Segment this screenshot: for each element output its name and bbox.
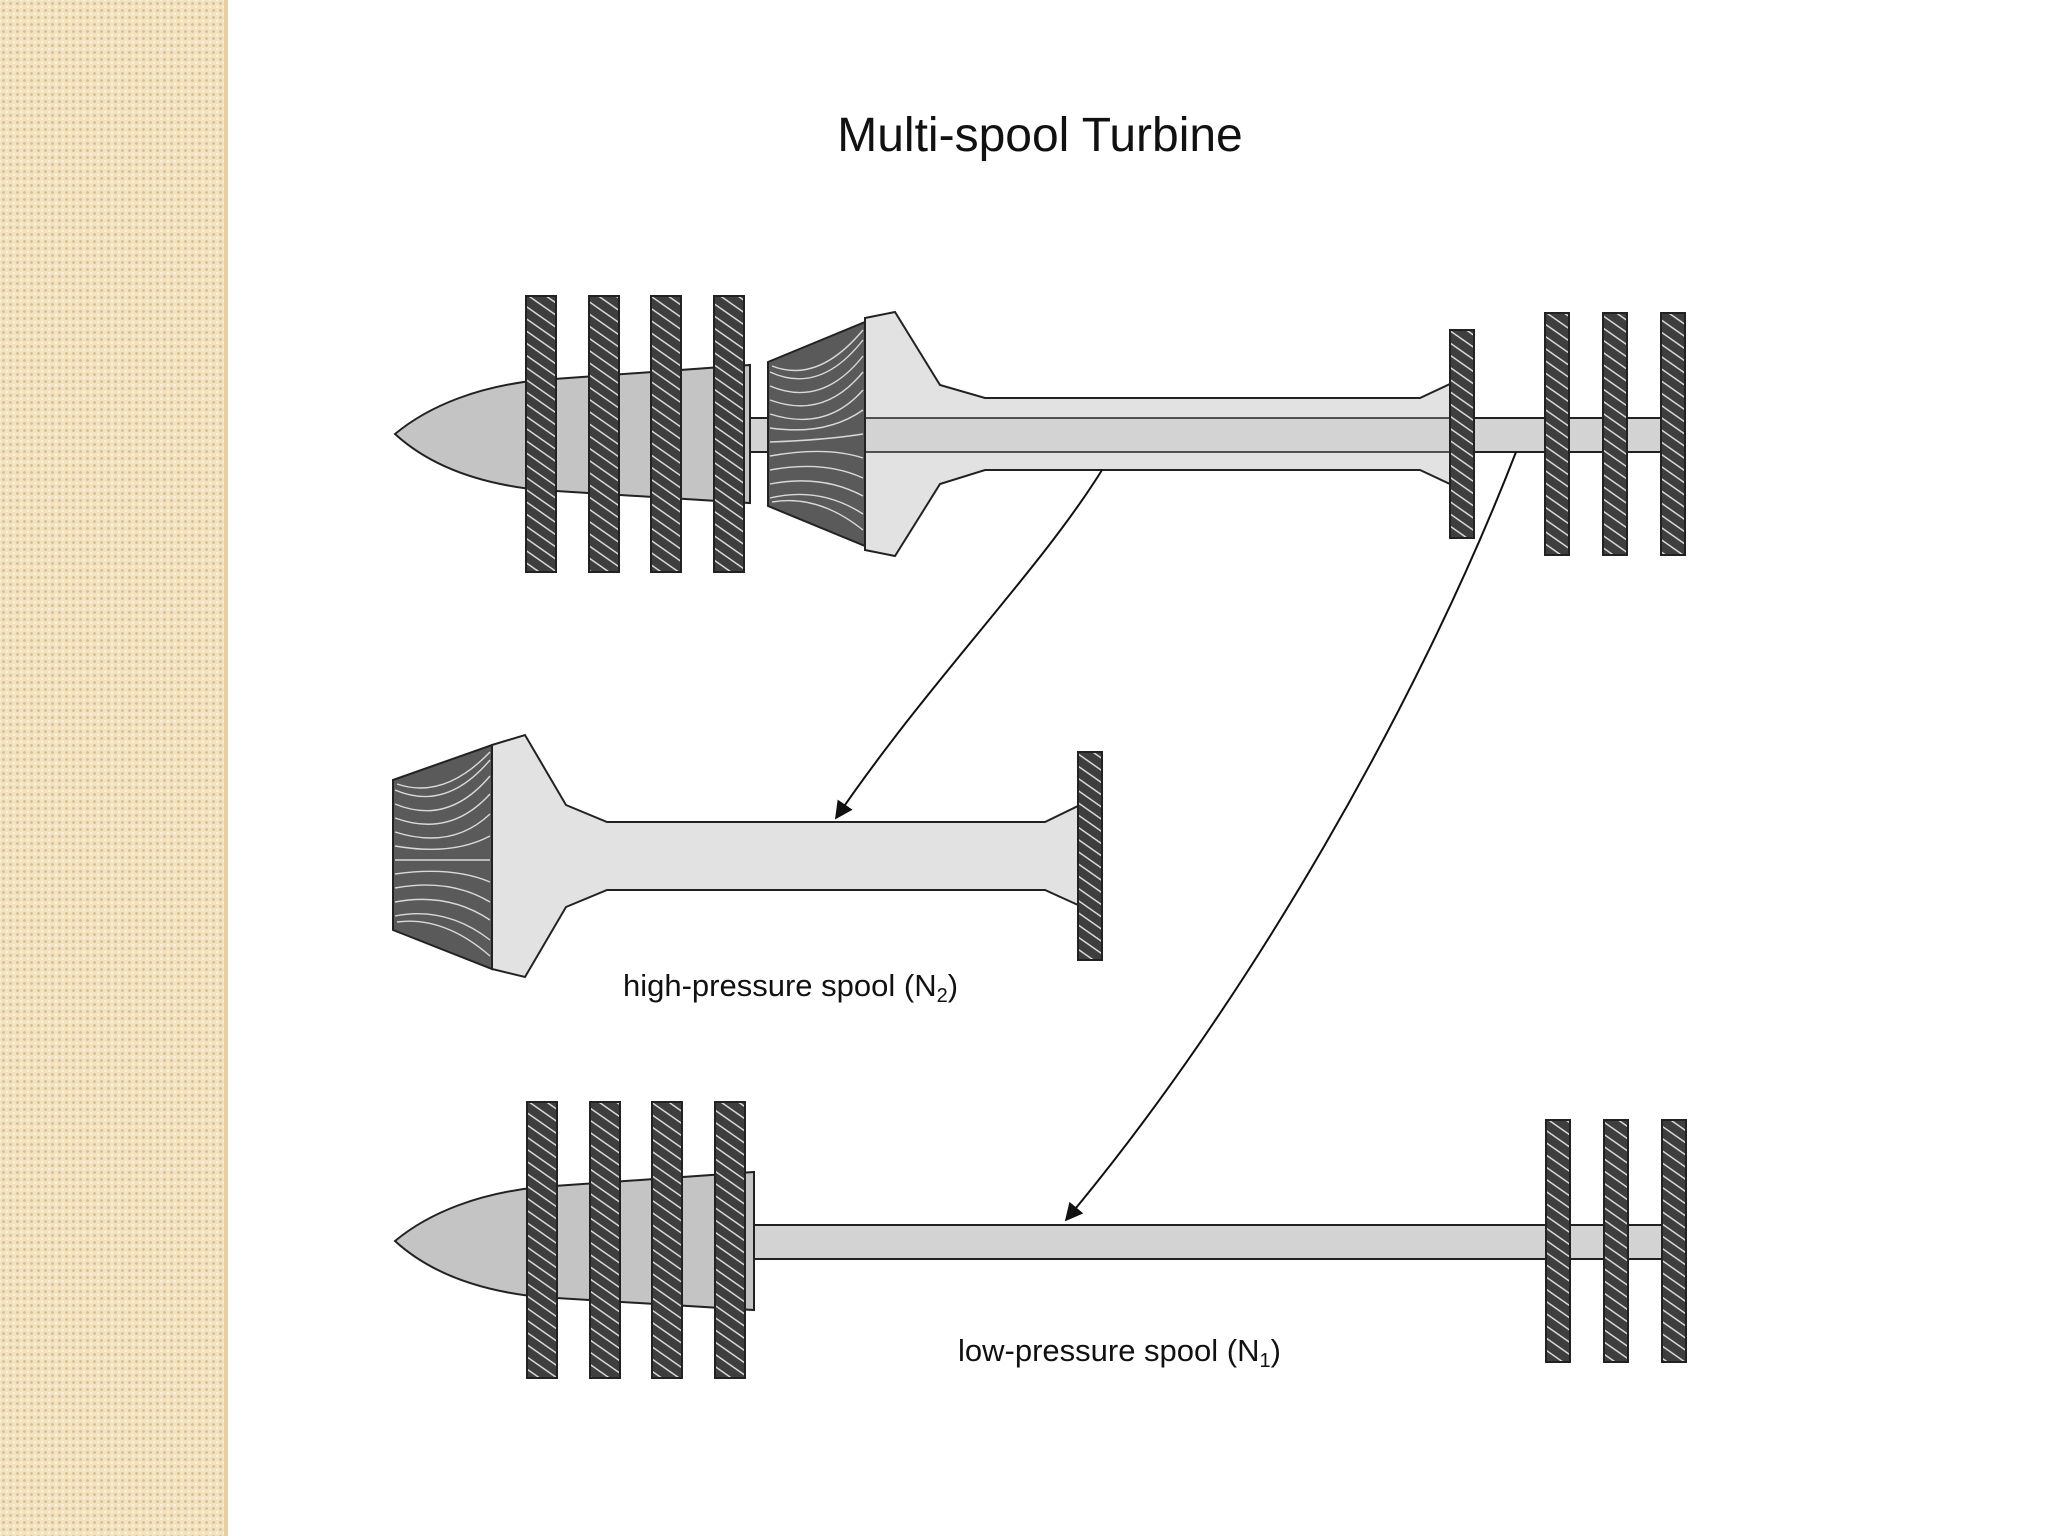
- lp-compressor-disk-4: [714, 1101, 746, 1379]
- decorative-sidebar: [0, 0, 228, 1536]
- combined-nose-cone: [393, 363, 751, 505]
- hp-spool-caption-text: high-pressure spool (N: [623, 968, 937, 1003]
- lp-compressor-disk-3: [651, 1101, 683, 1379]
- hp-spool-body: [491, 733, 1079, 979]
- hp-turbine-disk: [1077, 751, 1103, 961]
- hp-spool-caption-subscript: 2: [936, 985, 948, 1007]
- hp-compressor: [392, 743, 493, 971]
- lp-spool-caption-close: ): [1270, 1333, 1281, 1368]
- hp-spool-caption: high-pressure spool (N2): [623, 968, 958, 1008]
- lp-spool-caption-subscript: 1: [1259, 1350, 1271, 1372]
- diagram-title: Multi-spool Turbine: [837, 109, 1243, 162]
- combined-hp-turbine-disk: [1449, 329, 1475, 539]
- lp-spool-caption: low-pressure spool (N1): [958, 1333, 1281, 1373]
- lp-spool-caption-text: low-pressure spool (N: [958, 1333, 1260, 1368]
- combined-assembly: [393, 295, 1686, 573]
- lp-turbine-disk-3: [1661, 1119, 1687, 1363]
- lp-shaft: [753, 1224, 1687, 1260]
- combined-hp-compressor: [767, 320, 866, 548]
- sidebar-edge: [224, 0, 228, 1536]
- combined-lp-turbine-disk-3: [1660, 312, 1686, 556]
- combined-lp-compressor-disk-2: [588, 295, 620, 573]
- arrow-to-hp-spool: [834, 469, 1103, 820]
- lp-compressor-disk-2: [589, 1101, 621, 1379]
- lp-turbine-disk-1: [1545, 1119, 1571, 1363]
- combined-lp-shaft-visible: [864, 417, 1451, 453]
- low-pressure-spool: [393, 1101, 1687, 1379]
- combined-lp-turbine-disk-2: [1602, 312, 1628, 556]
- hp-compressor-blades: [394, 751, 491, 957]
- combined-lp-compressor-disk-4: [713, 295, 745, 573]
- combined-lp-turbine-disk-1: [1544, 312, 1570, 556]
- lp-turbine-disk-2: [1603, 1119, 1629, 1363]
- hp-spool-caption-close: ): [947, 968, 959, 1003]
- arrow-to-lp-spool: [1064, 451, 1517, 1222]
- high-pressure-spool: [392, 733, 1103, 979]
- lp-compressor-disk-1: [526, 1101, 558, 1379]
- combined-lp-compressor-disk-3: [650, 295, 682, 573]
- combined-hp-compressor-blades: [769, 329, 864, 531]
- combined-lp-compressor-disk-1: [525, 295, 557, 573]
- lp-nose-cone: [393, 1170, 755, 1312]
